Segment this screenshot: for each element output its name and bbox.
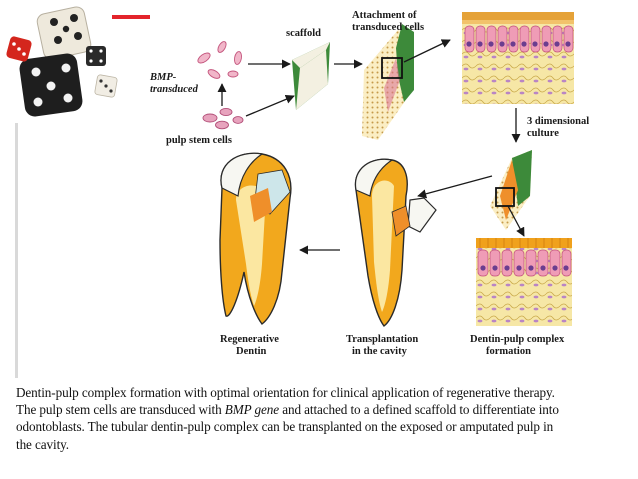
label-complex-1: Dentin-pulp complex	[470, 334, 565, 345]
white-die-small	[94, 74, 118, 98]
label-attachment-1: Attachment of	[352, 10, 417, 21]
label-pulp-stem-cells: pulp stem cells	[166, 135, 232, 146]
caption-line-3: odontoblasts. The tubular dentin-pulp co…	[16, 419, 554, 435]
dice-illustration	[6, 6, 118, 117]
accent-bar	[112, 15, 150, 19]
label-regen-1: Regenerative	[220, 334, 279, 345]
label-scaffold: scaffold	[286, 28, 321, 39]
tooth-transplantation	[354, 158, 437, 327]
white-die-large	[36, 6, 92, 60]
arrow-construct-to-complex	[507, 205, 525, 237]
caption-line-2-end: and attached to a defined scaffold to di…	[279, 402, 559, 418]
red-die-small	[6, 36, 32, 62]
black-die-large	[19, 53, 83, 117]
label-regen-2: Dentin	[236, 346, 266, 357]
histology-attachment-panel	[462, 12, 574, 104]
cultured-construct	[490, 150, 532, 230]
bmp-transduced-cells	[197, 41, 242, 79]
arrow-attached-to-histology	[403, 39, 451, 63]
tooth-regenerative	[219, 152, 292, 325]
caption-line-1: Dentin-pulp complex formation with optim…	[16, 385, 555, 400]
label-transplant-1: Transplantation	[346, 334, 418, 345]
label-culture-2: culture	[527, 128, 559, 139]
black-die-small	[86, 46, 106, 66]
arrow-stem-to-scaffold	[245, 94, 295, 117]
slide-side-rule	[15, 123, 18, 378]
label-attachment-2: transduced cells	[352, 22, 424, 33]
label-transplant-2: in the cavity	[352, 346, 408, 357]
pulp-stem-cells	[202, 107, 244, 130]
arrow-construct-to-cavity	[417, 175, 493, 199]
caption-gene-term: BMP gene	[224, 402, 280, 418]
caption-line-2-start: The pulp stem cells are transduced with	[16, 402, 225, 418]
caption-line-2: The pulp stem cells are transduced with …	[16, 401, 616, 418]
label-bmp-2: transduced	[150, 84, 199, 95]
label-culture-1: 3 dimensional	[527, 116, 589, 127]
histology-complex-panel	[476, 238, 572, 326]
label-bmp-1: BMP-	[149, 72, 177, 83]
label-complex-2: formation	[486, 346, 531, 357]
figure-caption: Dentin-pulp complex formation with optim…	[16, 384, 616, 453]
scaffold-with-attached-cells	[362, 24, 414, 140]
scaffold	[292, 42, 330, 110]
caption-line-4: the cavity.	[16, 436, 69, 452]
